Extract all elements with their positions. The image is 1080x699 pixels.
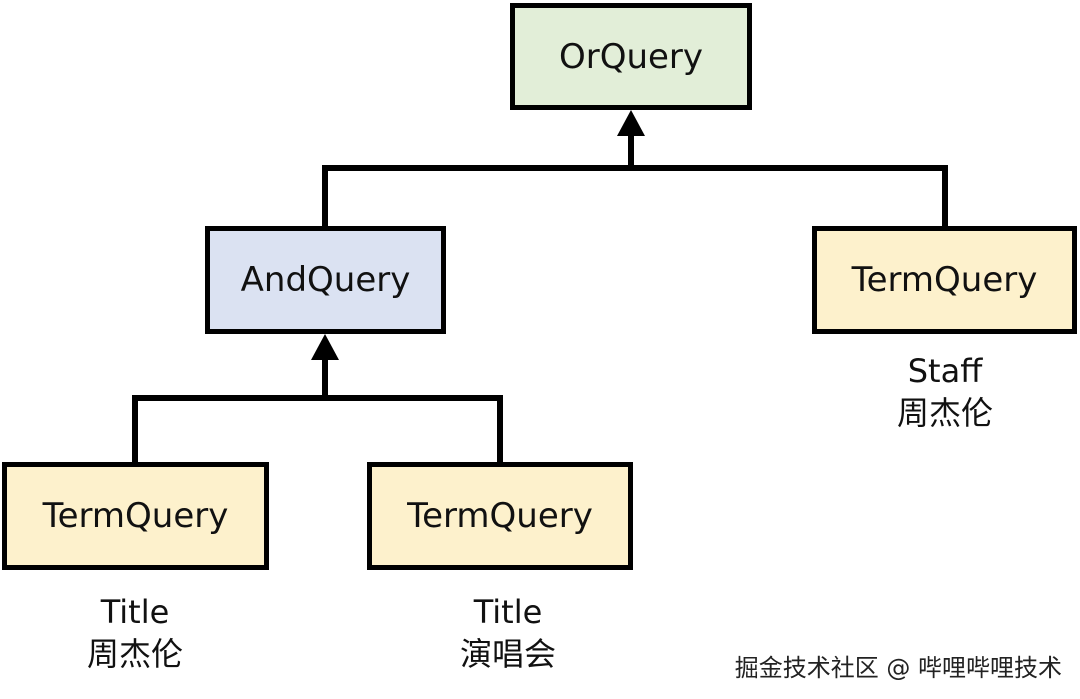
connector-and-children [132,352,503,462]
leaf-value-staff: 周杰伦 [896,394,993,432]
connector-or-children [322,128,948,226]
node-term-title-1-label: TermQuery [42,496,229,536]
watermark: 掘金技术社区 @ 哔哩哔哩技术 [734,654,1062,682]
leaf-value-title-2: 演唱会 [459,635,556,673]
arrowhead-and [311,334,339,360]
arrowhead-or [617,110,645,136]
leaf-label-title-2: Title 演唱会 [408,591,608,675]
node-term-title-1: TermQuery [2,462,269,570]
node-term-staff: TermQuery [812,226,1077,334]
leaf-field-title-2: Title [473,593,543,631]
leaf-field-staff: Staff [907,352,983,390]
node-term-title-2-label: TermQuery [407,496,593,536]
node-or-query: OrQuery [510,3,752,110]
node-or-query-label: OrQuery [558,36,704,77]
leaf-field-title-1: Title [100,593,170,631]
leaf-value-title-1: 周杰伦 [86,635,183,673]
node-and-query: AndQuery [205,226,446,334]
node-term-title-2: TermQuery [367,462,633,570]
node-and-query-label: AndQuery [240,260,411,300]
node-term-staff-label: TermQuery [851,260,1038,300]
leaf-label-title-1: Title 周杰伦 [35,591,235,675]
leaf-label-staff: Staff 周杰伦 [845,350,1045,434]
